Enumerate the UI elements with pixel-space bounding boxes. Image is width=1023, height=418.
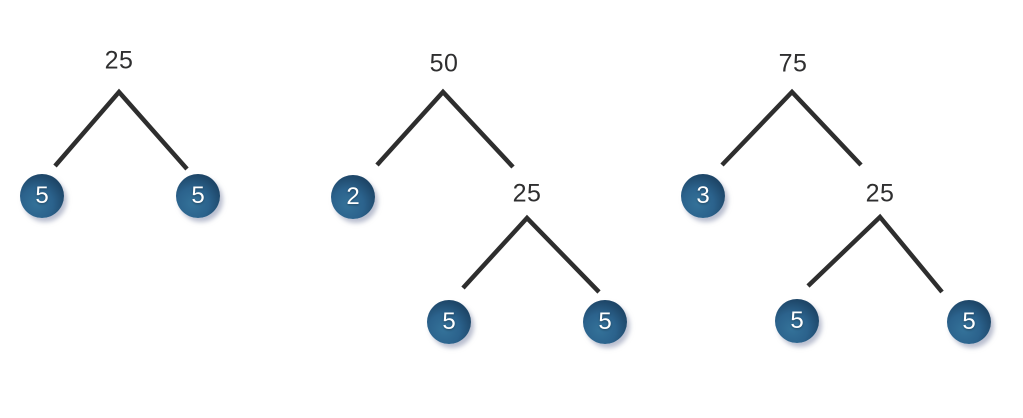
tree1-prime-node: 5 <box>20 174 64 218</box>
tree1-prime-node-label: 5 <box>35 182 49 209</box>
tree1-prime-node: 5 <box>176 174 220 218</box>
tree3-prime-node: 5 <box>947 300 991 344</box>
tree3-prime-node-label: 5 <box>962 308 976 335</box>
tree3-composite-label: 25 <box>865 179 895 208</box>
tree3-root-branches <box>720 88 863 167</box>
tree2-prime-node-label: 2 <box>346 183 360 210</box>
tree1-root-branches <box>53 88 189 171</box>
tree2-prime-node-label: 5 <box>598 308 612 335</box>
tree2-root-label: 50 <box>429 49 459 78</box>
tree1-root-label: 25 <box>104 46 134 75</box>
tree3-prime-node: 3 <box>681 174 725 218</box>
tree3-root-label: 75 <box>778 49 808 78</box>
tree2-composite-label: 25 <box>512 179 542 208</box>
tree3-prime-node-label: 3 <box>696 182 710 209</box>
tree2-prime-node: 5 <box>583 300 627 344</box>
tree2-prime-node: 5 <box>427 300 471 344</box>
tree3-sub-branches <box>806 213 944 294</box>
tree2-prime-node: 2 <box>331 175 375 219</box>
tree2-sub-branches <box>461 214 601 294</box>
tree2-root-branches <box>375 88 515 169</box>
tree1-prime-node-label: 5 <box>191 182 205 209</box>
tree3-prime-node: 5 <box>775 299 819 343</box>
tree3-prime-node-label: 5 <box>790 307 804 334</box>
tree2-prime-node-label: 5 <box>442 308 456 335</box>
